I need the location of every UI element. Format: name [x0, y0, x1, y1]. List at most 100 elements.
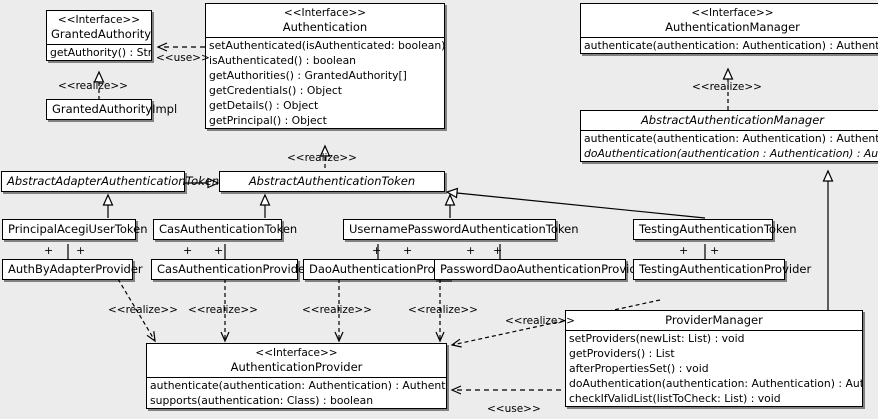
class-username-password-authentication-token[interactable]: UsernamePasswordAuthenticationToken	[343, 219, 579, 240]
class-header: ProviderManager	[566, 311, 862, 330]
class-header: AbstractAdapterAuthenticationToken	[2, 172, 220, 191]
edge-label-realize-authbyadapter: <<realize>>	[108, 304, 178, 316]
class-name: AuthenticationManager	[665, 20, 800, 34]
operation: doAuthentication(authentication: Authent…	[569, 377, 862, 390]
assoc-marker-cas-right: +	[214, 244, 224, 257]
class-header: AbstractAuthenticationToken	[220, 172, 444, 191]
assoc-marker-dao-left: +	[372, 244, 382, 257]
class-authentication-manager[interactable]: <<Interface>> AuthenticationManager auth…	[580, 3, 878, 54]
edge-label-realize-abstractmanager: <<realize>>	[692, 81, 762, 93]
edge-label-realize-passworddaoprovider: <<realize>>	[408, 304, 478, 316]
edge-generalize-testingauthenticationtoken	[445, 187, 706, 219]
class-name: PasswordDaoAuthenticationProvider	[440, 262, 649, 276]
operations-compartment: authenticate(authentication: Authenticat…	[581, 37, 878, 53]
operation: getDetails() : Object	[209, 99, 319, 112]
operation: getPrincipal() : Object	[209, 114, 327, 127]
class-cas-authentication-token[interactable]: CasAuthenticationToken	[153, 219, 297, 240]
assoc-marker-principalacegi-left: +	[44, 244, 54, 257]
class-abstract-authentication-token[interactable]: AbstractAuthenticationToken	[219, 171, 445, 192]
class-header: <<Interface>> Authentication	[206, 4, 444, 37]
operation: getAuthority() : String	[50, 46, 151, 59]
class-header: <<Interface>> GrantedAuthority	[47, 11, 151, 44]
assoc-marker-testing-left: +	[679, 244, 689, 257]
class-name: AbstractAdapterAuthenticationToken	[7, 174, 220, 188]
edge-label-realize-abstracttoken-authentication: <<realize>>	[287, 152, 357, 164]
operations-compartment: getAuthority() : String	[47, 44, 151, 60]
edge-label-use-authentication-grantedauthority: <<use>>	[156, 52, 210, 64]
class-abstract-authentication-manager[interactable]: AbstractAuthenticationManager authentica…	[580, 110, 878, 162]
edge-label-use-providermanager: <<use>>	[487, 403, 541, 415]
class-principal-acegi-user-token[interactable]: PrincipalAcegiUserToken	[2, 219, 148, 240]
class-cas-authentication-provider[interactable]: CasAuthenticationProvider	[151, 259, 310, 280]
class-header: PasswordDaoAuthenticationProvider	[435, 260, 649, 279]
edge-label-realize-providermanager: <<realize>>	[505, 315, 575, 327]
assoc-marker-testing-right: +	[710, 244, 720, 257]
assoc-marker-passworddao-right: +	[493, 244, 503, 257]
class-name: GrantedAuthorityImpl	[52, 102, 178, 116]
class-testing-authentication-token[interactable]: TestingAuthenticationToken	[633, 219, 797, 240]
stereotype-label: <<Interface>>	[691, 7, 774, 19]
class-granted-authority[interactable]: <<Interface>> GrantedAuthority getAuthor…	[46, 10, 152, 61]
assoc-marker-cas-left: +	[183, 244, 193, 257]
class-name: TestingAuthenticationProvider	[639, 262, 812, 276]
class-auth-by-adapter-provider[interactable]: AuthByAdapterProvider	[2, 259, 143, 280]
operation: authenticate(authentication: Authenticat…	[150, 379, 446, 392]
class-header: <<Interface>> AuthenticationProvider	[147, 344, 446, 377]
assoc-marker-dao-right: +	[403, 244, 413, 257]
class-header: <<Interface>> AuthenticationManager	[581, 4, 878, 37]
class-abstract-adapter-authentication-token[interactable]: AbstractAdapterAuthenticationToken	[1, 171, 220, 192]
operation: authenticate(authentication: Authenticat…	[584, 132, 878, 145]
class-header: TestingAuthenticationToken	[634, 220, 797, 239]
edge-label-realize-daoprovider: <<realize>>	[302, 304, 372, 316]
class-header: CasAuthenticationToken	[154, 220, 297, 239]
operations-compartment: authenticate(authentication: Authenticat…	[581, 130, 878, 161]
class-header: UsernamePasswordAuthenticationToken	[344, 220, 579, 239]
operation: getCredentials() : Object	[209, 84, 343, 97]
class-authentication[interactable]: <<Interface>> Authentication setAuthenti…	[205, 3, 445, 129]
class-header: AbstractAuthenticationManager	[581, 111, 878, 130]
class-authentication-provider[interactable]: <<Interface>> AuthenticationProvider aut…	[146, 343, 447, 409]
class-testing-authentication-provider[interactable]: TestingAuthenticationProvider	[633, 259, 812, 280]
class-provider-manager[interactable]: ProviderManager setProviders(newList: Li…	[565, 310, 863, 407]
class-name: TestingAuthenticationToken	[639, 222, 797, 236]
class-name: AbstractAuthenticationToken	[248, 174, 416, 188]
class-header: GrantedAuthorityImpl	[47, 100, 178, 119]
edge-label-realize-casprovider: <<realize>>	[188, 304, 258, 316]
operations-compartment: setAuthenticated(isAuthenticated: boolea…	[206, 37, 444, 128]
class-name: AuthenticationProvider	[230, 360, 363, 374]
operation: authenticate(authentication: Authenticat…	[584, 39, 878, 52]
class-header: AuthByAdapterProvider	[3, 260, 143, 279]
class-granted-authority-impl[interactable]: GrantedAuthorityImpl	[46, 99, 178, 120]
operation: setProviders(newList: List) : void	[569, 332, 745, 345]
operation: isAuthenticated() : boolean	[209, 54, 357, 67]
class-name: ProviderManager	[665, 313, 763, 327]
class-header: PrincipalAcegiUserToken	[3, 220, 148, 239]
class-name: UsernamePasswordAuthenticationToken	[349, 222, 579, 236]
class-dao-authentication-provider[interactable]: DaoAuthenticationProvider	[303, 259, 464, 280]
operation: doAuthentication(authentication : Authen…	[584, 147, 878, 160]
class-name: AbstractAuthenticationManager	[640, 113, 825, 127]
class-header: TestingAuthenticationProvider	[634, 260, 812, 279]
operation: afterPropertiesSet() : void	[569, 362, 709, 375]
assoc-marker-passworddao-left: +	[466, 244, 476, 257]
class-password-dao-authentication-provider[interactable]: PasswordDaoAuthenticationProvider	[434, 259, 649, 280]
operations-compartment: authenticate(authentication: Authenticat…	[147, 377, 446, 408]
stereotype-label: <<Interface>>	[255, 347, 338, 359]
class-name: DaoAuthenticationProvider	[309, 262, 464, 276]
class-name: GrantedAuthority	[51, 27, 152, 41]
operation: getAuthorities() : GrantedAuthority[]	[209, 69, 407, 82]
edge-label-realize-grantedauthorityimpl: <<realize>>	[58, 80, 128, 92]
operation: setAuthenticated(isAuthenticated: boolea…	[209, 39, 444, 52]
operations-compartment: setProviders(newList: List) : void getPr…	[566, 330, 862, 406]
assoc-marker-principalacegi-right: +	[76, 244, 86, 257]
class-name: Authentication	[282, 20, 368, 34]
stereotype-label: <<Interface>>	[57, 14, 141, 26]
operation: checkIfValidList(listToCheck: List) : vo…	[569, 392, 781, 405]
class-header: DaoAuthenticationProvider	[304, 260, 464, 279]
class-name: AuthByAdapterProvider	[8, 262, 143, 276]
class-name: CasAuthenticationProvider	[157, 262, 310, 276]
class-name: PrincipalAcegiUserToken	[8, 222, 148, 236]
operation: supports(authentication: Class) : boolea…	[150, 394, 374, 407]
class-header: CasAuthenticationProvider	[152, 260, 310, 279]
